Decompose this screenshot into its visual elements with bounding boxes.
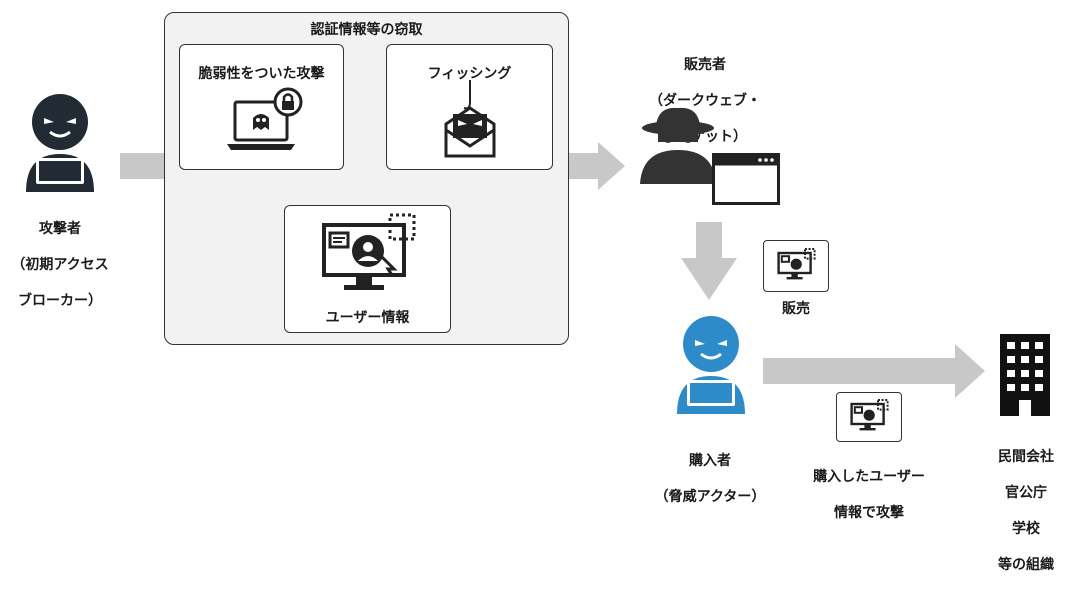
- phishing-card-title: フィッシング: [427, 66, 512, 82]
- seller-hat-icon: [640, 107, 716, 184]
- user-info-card-title: ユーザー情報: [325, 310, 410, 326]
- attack-label: 購入したユーザー 情報で攻撃: [813, 469, 925, 521]
- panel-title: 認証情報等の窃取: [310, 22, 423, 38]
- phishing-envelope-icon: [444, 80, 496, 158]
- vulnerability-card-title: 脆弱性をついた攻撃: [198, 66, 325, 82]
- monitor-user-icon: [322, 213, 416, 290]
- attacker-label: 攻撃者 （初期アクセス ブローカー）: [11, 221, 109, 309]
- building-icon: [1000, 334, 1050, 416]
- browser-window-icon: [712, 153, 780, 205]
- laptop-ghost-lock-icon: [227, 87, 303, 150]
- mini-monitor-icon-2: [850, 399, 889, 431]
- sale-label: 販売: [782, 301, 810, 317]
- attacker-icon: [26, 94, 94, 192]
- arrow-panel-to-seller: [569, 142, 625, 190]
- arrow-seller-to-buyer: [681, 222, 737, 300]
- mini-monitor-icon: [777, 247, 816, 280]
- buyer-icon: [677, 316, 745, 414]
- target-label: 民間会社 官公庁 学校 等の組織: [998, 449, 1054, 573]
- arrow-attacker-to-panel: [120, 153, 164, 179]
- buyer-label: 購入者 （脅威アクター）: [654, 453, 766, 505]
- arrow-buyer-to-target: [763, 344, 985, 398]
